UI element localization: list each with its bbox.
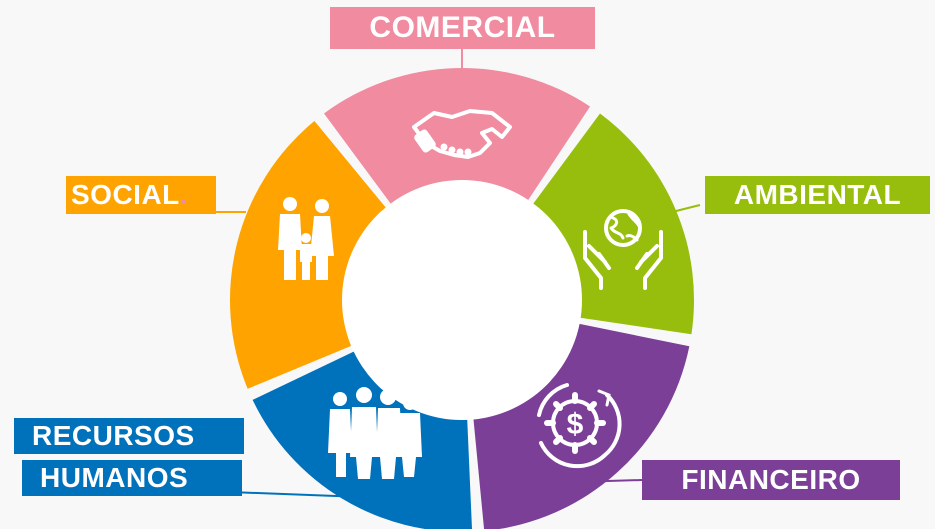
label-recursos-humanos: RECURSOS HUMANOS bbox=[14, 418, 244, 498]
family-icon bbox=[278, 197, 334, 280]
label-recursos-humanos-line1: RECURSOS bbox=[14, 418, 244, 454]
connector-ambiental bbox=[671, 204, 701, 213]
label-comercial: COMERCIAL bbox=[330, 7, 595, 49]
label-social-dot: . bbox=[179, 179, 189, 210]
center-hole bbox=[342, 180, 582, 420]
label-social-text: SOCIAL bbox=[71, 179, 180, 210]
svg-text:$: $ bbox=[567, 408, 584, 441]
segment-comercial bbox=[324, 68, 591, 206]
segment-financeiro bbox=[473, 323, 690, 529]
hands-globe-icon bbox=[583, 209, 663, 290]
label-social: SOCIAL. bbox=[66, 176, 216, 214]
label-ambiental: AMBIENTAL bbox=[705, 176, 930, 214]
label-financeiro: FINANCEIRO bbox=[642, 460, 900, 500]
workers-group-icon bbox=[328, 387, 422, 479]
gear-dollar-cycle-icon: $ bbox=[537, 383, 622, 469]
handshake-icon bbox=[412, 109, 512, 159]
label-recursos-humanos-line2: HUMANOS bbox=[22, 460, 242, 496]
